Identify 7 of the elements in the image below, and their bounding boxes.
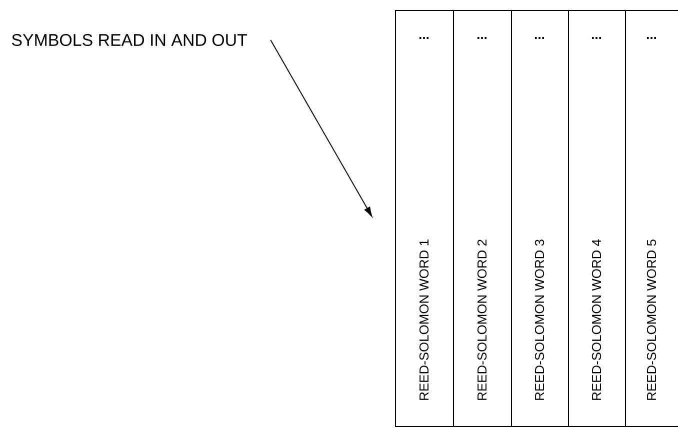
label-text: SYMBOLS READ IN AND OUT [12, 34, 247, 46]
column-box: ... REED-SOLOMON WORD 4 [568, 10, 626, 427]
column-box: ... REED-SOLOMON WORD 3 [511, 10, 569, 427]
arrow [270, 40, 372, 217]
column-box: ... REED-SOLOMON WORD 2 [453, 10, 512, 427]
column-box: ... REED-SOLOMON WORD 1 [395, 10, 454, 427]
column-box: ... REED-SOLOMON WORD 5 [625, 10, 678, 427]
